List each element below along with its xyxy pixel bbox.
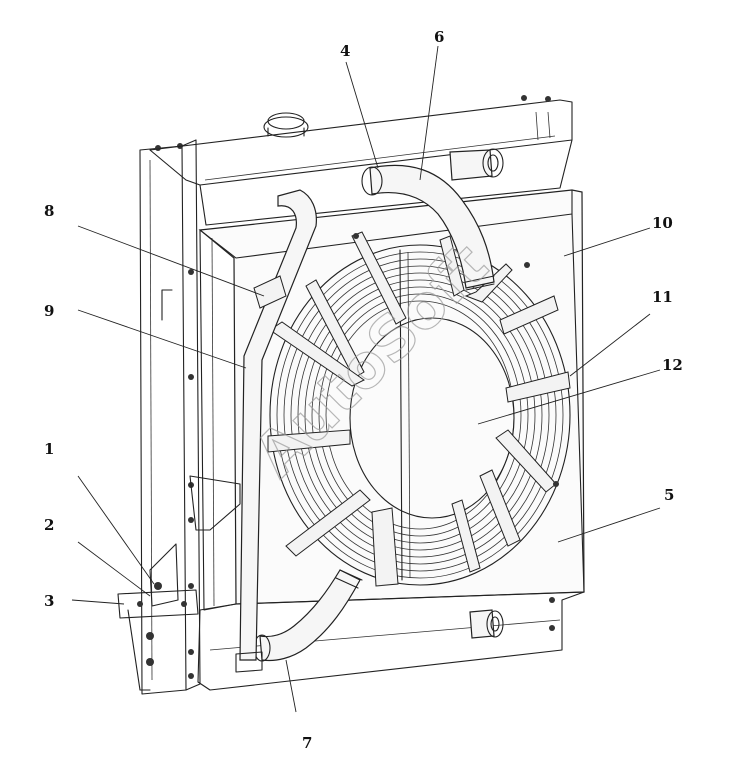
coil-retaining-clips: [267, 231, 571, 587]
callout-2: 2: [44, 516, 54, 534]
callout-11: 11: [652, 288, 673, 306]
callout-9: 9: [44, 302, 54, 320]
upper-hose: [361, 164, 495, 291]
callout-labels: 4 6 8 10 9 11 12 1 2 5 3 7: [44, 28, 683, 752]
top-tank: [149, 95, 573, 226]
side-vent-pipe: [235, 189, 317, 673]
mounting-brackets: [117, 475, 241, 691]
fan-shroud-coil: [269, 244, 571, 586]
left-frame-post: [139, 139, 201, 695]
callout-5: 5: [664, 486, 674, 504]
callout-3: 3: [44, 592, 54, 610]
callout-10: 10: [652, 214, 673, 232]
callout-4: 4: [340, 42, 350, 60]
callout-6: 6: [434, 28, 444, 46]
leader-lines: [71, 45, 661, 713]
callout-7: 7: [302, 734, 312, 752]
callout-12: 12: [662, 356, 683, 374]
callout-1: 1: [44, 440, 54, 458]
callout-8: 8: [44, 202, 54, 220]
